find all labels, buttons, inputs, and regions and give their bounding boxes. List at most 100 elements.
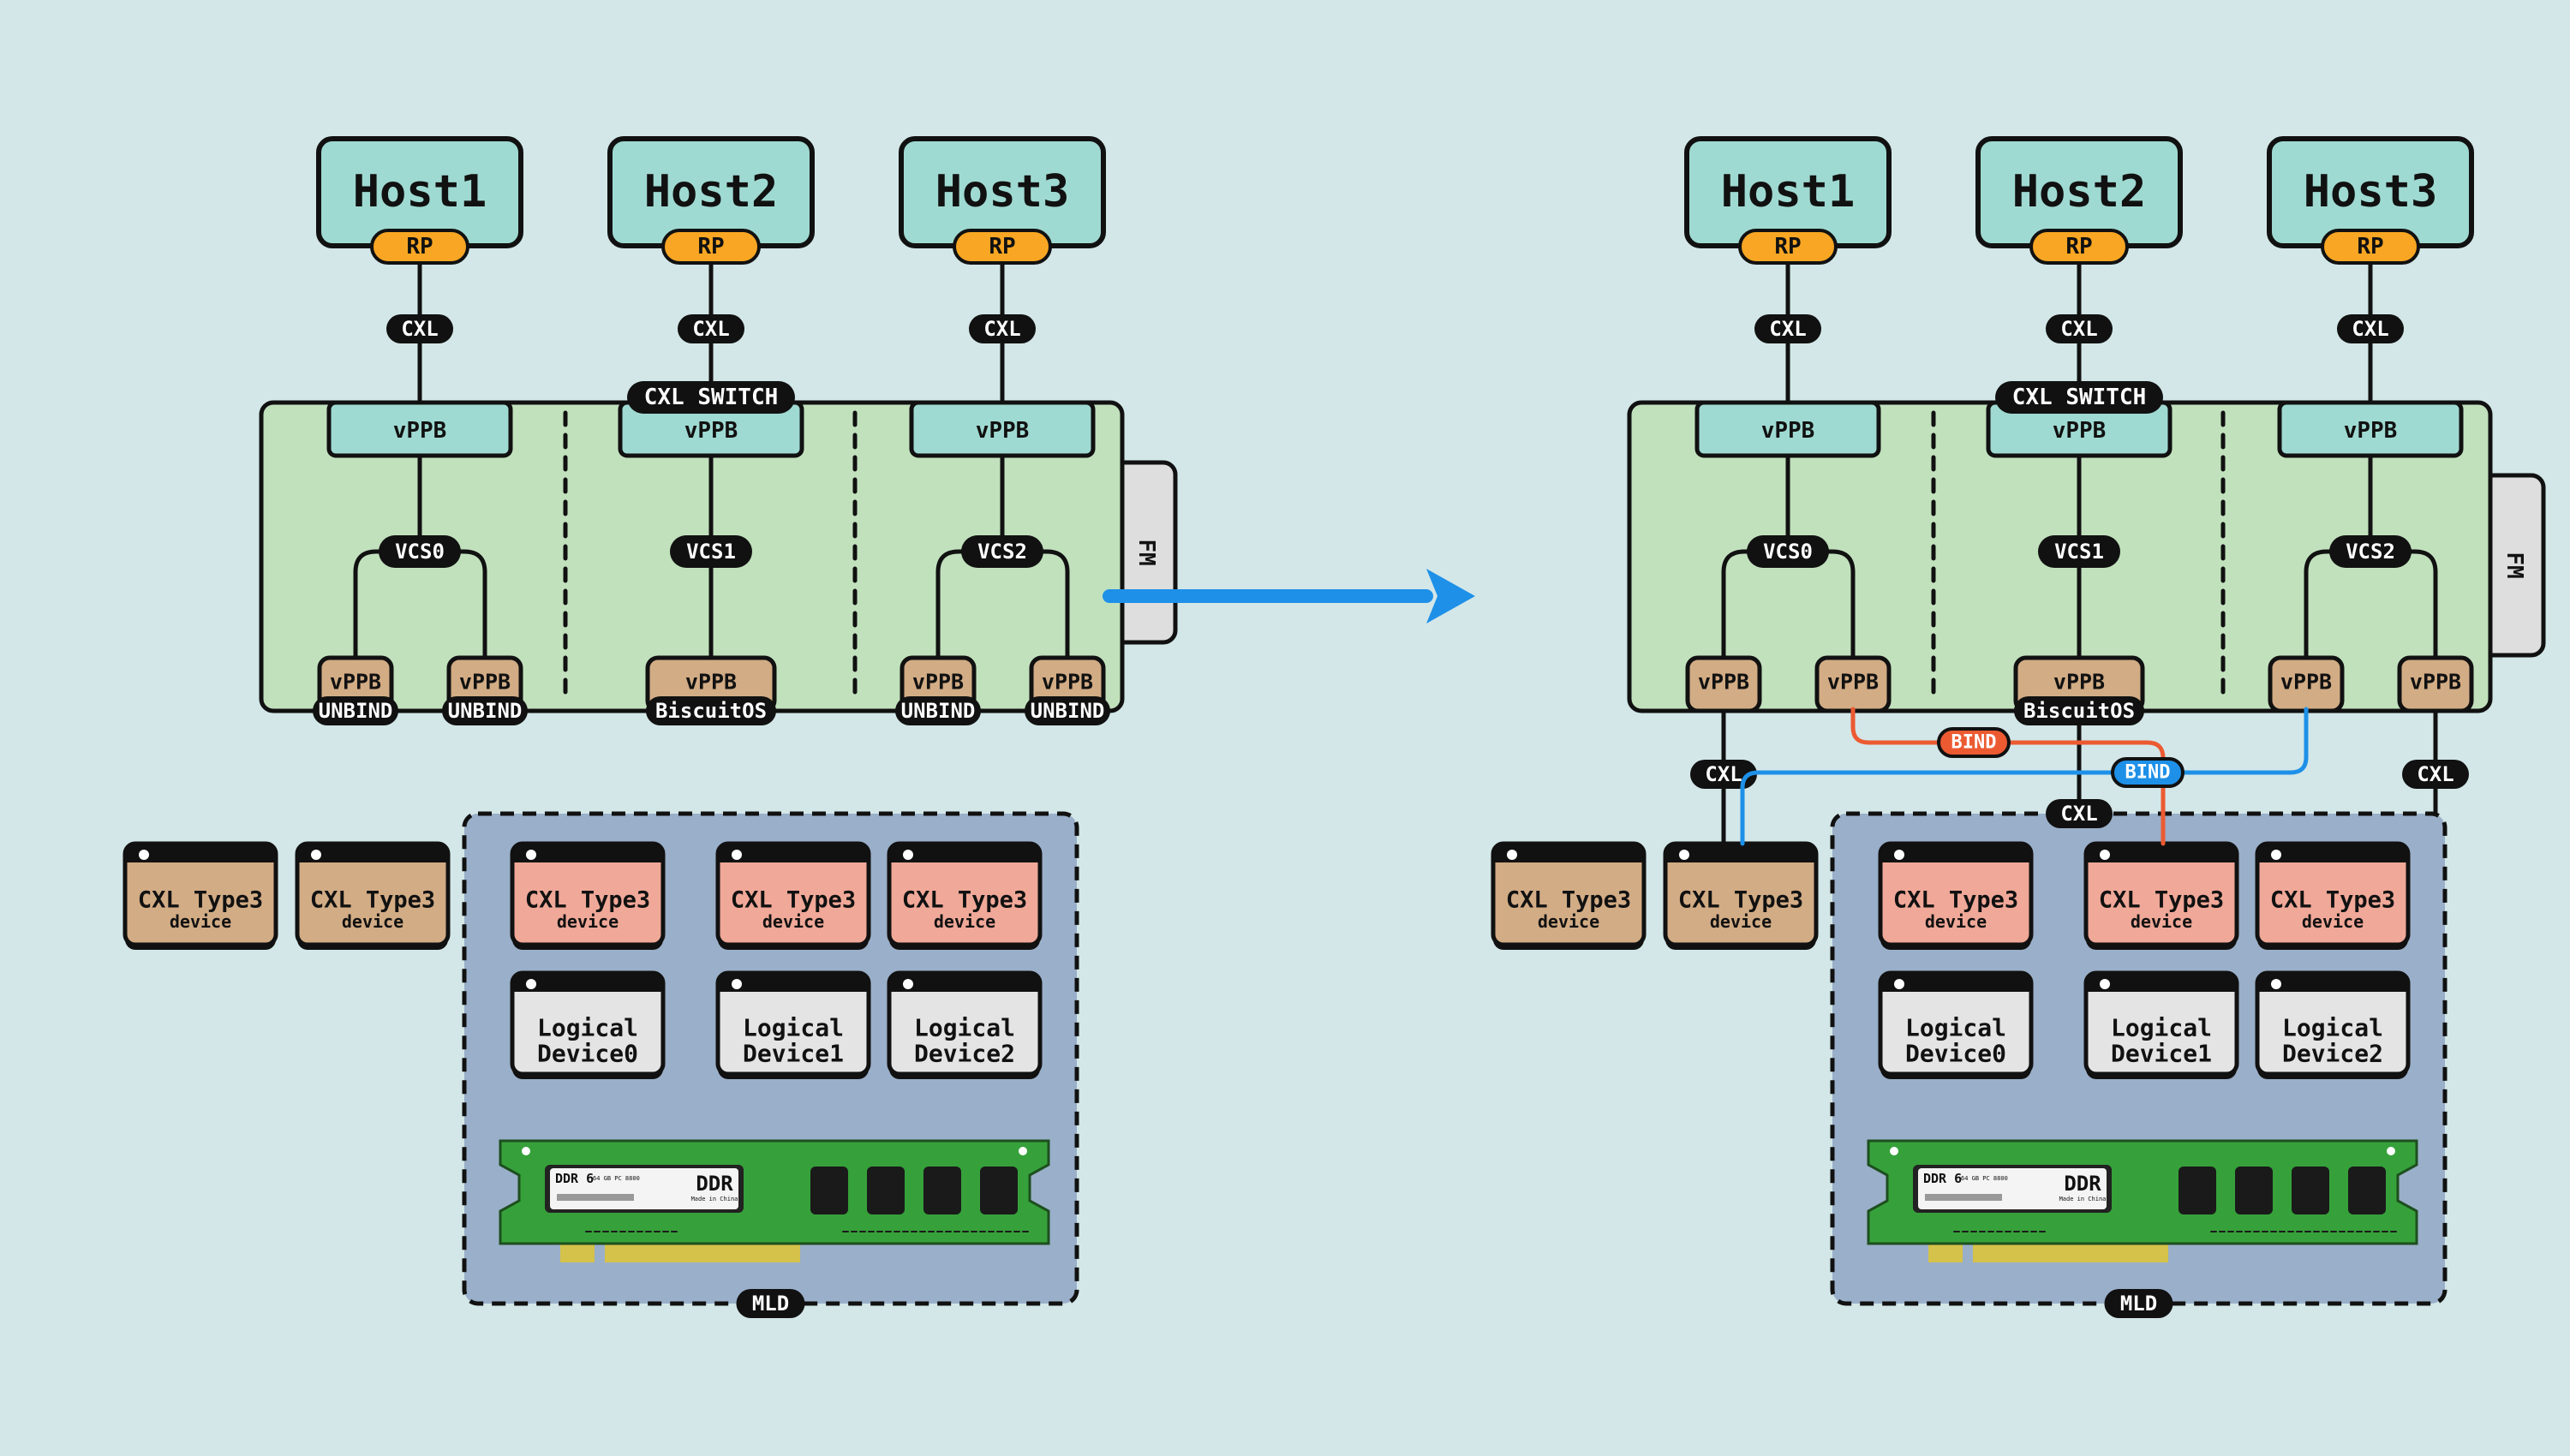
mld-type3-device-dot-icon (526, 850, 536, 860)
standalone-type3-device-line1: CXL Type3 (1506, 887, 1631, 914)
ddr-dimm-mount-hole (1890, 1147, 1898, 1155)
logical-device-line2: Device0 (1905, 1040, 2006, 1068)
downstream-vppb (2397, 655, 2474, 713)
mld-type3-device-dot-icon (2271, 850, 2281, 860)
memory-chip (2292, 1167, 2329, 1214)
ddr-dimm-barcode (557, 1194, 634, 1201)
vppb-tag-label: UNBIND (1031, 699, 1105, 723)
vcs-branch-left (353, 549, 422, 660)
downstream-vppb-label: vPPB (685, 670, 737, 695)
switch-label-label: CXL SWITCH (644, 385, 779, 410)
logical-device-line2: Device2 (914, 1040, 1015, 1068)
cxl-link-label-label: CXL (692, 317, 729, 341)
downstream-cxl-label-label: CXL (2417, 762, 2453, 786)
downstream-vppb-label: vPPB (330, 670, 381, 695)
standalone-type3-device-dot-icon (1679, 850, 1689, 860)
logical-device-line1: Logical (914, 1014, 1015, 1042)
vcs-branch-right (2368, 549, 2438, 660)
downstream-vppb-label: vPPB (912, 670, 964, 695)
vcs-label: VCS2 (961, 535, 1043, 568)
mld-type3-device-line2: device (1925, 911, 1987, 932)
rp-port-label: RP (2357, 234, 2383, 260)
vcs-label-shape (2329, 535, 2412, 568)
upstream-vppb-label: vPPB (976, 418, 1030, 444)
mld-type3-device-dot-icon (2100, 850, 2110, 860)
cxl-link-label: CXL (386, 314, 453, 343)
ddr-dimm-brand: DDR (696, 1172, 733, 1196)
rp-port-shape (953, 229, 1052, 265)
downstream-cxl-label: CXL (2402, 760, 2469, 789)
downstream-cxl-label: CXL (1690, 760, 1757, 789)
rp-port: RP (2321, 229, 2420, 265)
memory-chip (980, 1167, 1018, 1214)
host-label: Host2 (644, 166, 779, 218)
memory-chip (867, 1167, 905, 1214)
bind-label-blue-shape (2111, 757, 2184, 788)
vppb-tag: UNBIND (313, 696, 398, 725)
vcs-label-shape (379, 535, 461, 568)
vcs-label-label: VCS1 (2054, 540, 2104, 564)
cxl-link-label: CXL (2337, 314, 2404, 343)
logical-device-line2: Device1 (743, 1040, 844, 1068)
vppb-tag-shape (442, 696, 528, 725)
vppb-tag: BiscuitOS (2014, 696, 2144, 725)
vcs-label-label: VCS2 (977, 540, 1027, 564)
logical-device-dot-icon (2271, 979, 2281, 989)
downstream-cxl-label-label: CXL (1705, 762, 1742, 786)
host-label: Host1 (353, 166, 487, 218)
downstream-cxl-label-shape (2046, 799, 2113, 828)
downstream-vppb-label: vPPB (2410, 670, 2461, 695)
downstream-cxl-label-label: CXL (2060, 802, 2097, 826)
ddr-dimm-barcode (1925, 1194, 2002, 1201)
cxl-link-label-label: CXL (2352, 317, 2388, 341)
right-arrow-icon (1426, 569, 1475, 624)
logical-device-line1: Logical (537, 1014, 638, 1042)
logical-device-line1: Logical (2111, 1014, 2212, 1042)
vppb-tag-shape (1025, 696, 1110, 725)
mld-type3-device-titlebar-fill (2086, 854, 2237, 862)
bind-label-blue: BIND (2111, 757, 2184, 788)
logical-device-line1: Logical (1905, 1014, 2006, 1042)
ddr-dimm-mount-hole (2387, 1147, 2395, 1155)
logical-device-line1: Logical (743, 1014, 844, 1042)
cxl-link-label-label: CXL (401, 317, 438, 341)
rp-port-label: RP (406, 234, 433, 260)
mld-type3-device-line1: CXL Type3 (2270, 887, 2395, 914)
vcs-label: VCS0 (379, 535, 461, 568)
downstream-cxl-label-shape (1690, 760, 1757, 789)
rp-port-shape (661, 229, 761, 265)
mld-type3-device-dot-icon (732, 850, 742, 860)
cxl-link-label-label: CXL (983, 317, 1020, 341)
mld-type3-device-line1: CXL Type3 (731, 887, 856, 914)
standalone-type3-device-line2: device (1710, 911, 1772, 932)
rp-port-label: RP (1774, 234, 1801, 260)
mld-type3-device-line1: CXL Type3 (525, 887, 650, 914)
bind-label-red: BIND (1937, 727, 2011, 758)
standalone-type3-device-line2: device (170, 911, 231, 932)
ddr-dimm-brand: DDR (2064, 1172, 2101, 1196)
vcs-label-shape (1747, 535, 1829, 568)
memory-chip (2235, 1167, 2273, 1214)
vppb-tag-shape (895, 696, 981, 725)
rp-port-label: RP (989, 234, 1015, 260)
rp-port-shape (1738, 229, 1838, 265)
cxl-link-label-shape (2337, 314, 2404, 343)
standalone-type3-device-dot-icon (311, 850, 321, 860)
mld-label-label: MLD (2120, 1292, 2157, 1316)
logical-device-line2: Device1 (2111, 1040, 2212, 1068)
switch-label: CXL SWITCH (627, 381, 795, 414)
standalone-type3-device-dot-icon (1507, 850, 1517, 860)
switch-label: CXL SWITCH (1995, 381, 2163, 414)
vppb-tag: BiscuitOS (646, 696, 776, 725)
ddr-dimm-made: Made in China (691, 1196, 738, 1202)
bind-label-red-shape (1937, 727, 2011, 758)
